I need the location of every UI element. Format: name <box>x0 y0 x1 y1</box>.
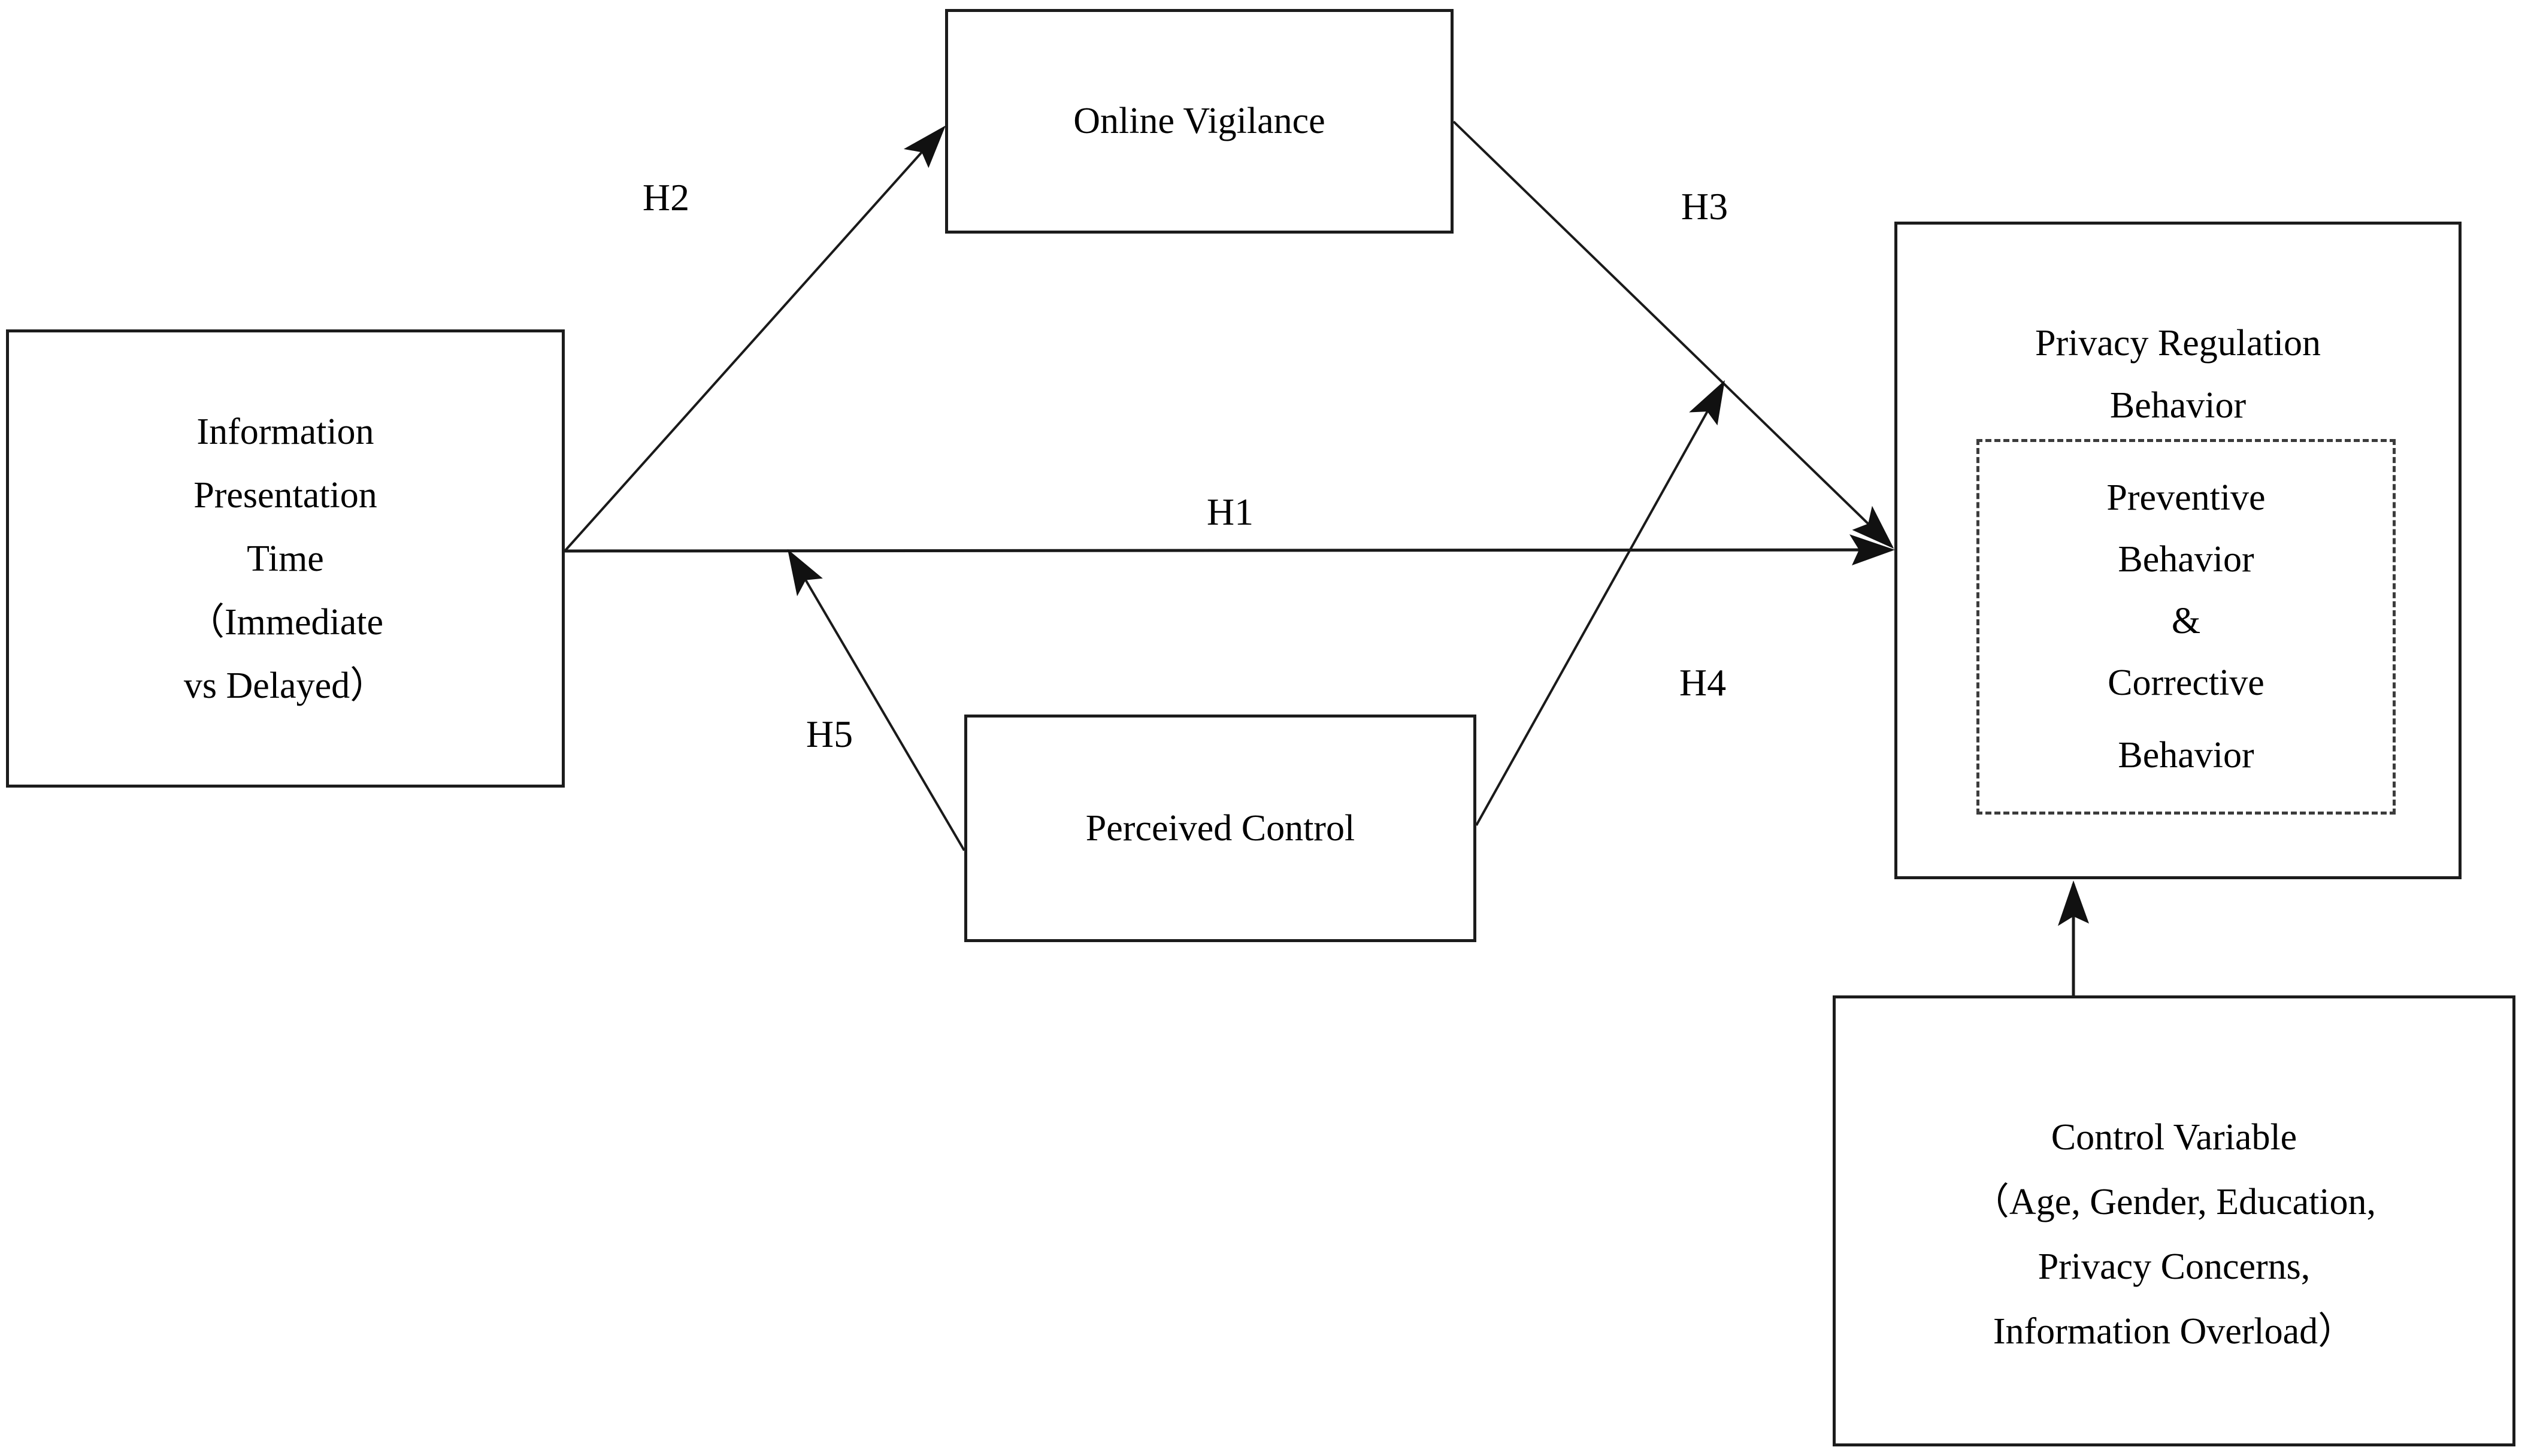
control-box-line: Control Variable <box>2051 1117 2297 1158</box>
h4-label: H4 <box>1679 661 1727 704</box>
control-box-line: Privacy Concerns, <box>2038 1246 2311 1287</box>
perceived-control-label: Perceived Control <box>1085 807 1355 849</box>
control-box-line: Information Overload） <box>1993 1311 2356 1352</box>
privacy-regulation-behavior-title: Privacy Regulation Behavior <box>2035 225 2321 437</box>
privacy-title-line: Behavior <box>2109 385 2247 426</box>
info-box-line: Time <box>247 538 324 579</box>
info-box-line: vs Delayed） <box>183 665 387 706</box>
info-box-line: Information <box>196 411 374 452</box>
h5-arrow <box>787 549 965 852</box>
online-vigilance-label: Online Vigilance <box>1073 101 1325 141</box>
info-box-line: （Immediate <box>187 601 384 643</box>
h3-label: H3 <box>1681 185 1728 228</box>
h1-arrow <box>564 534 1895 566</box>
h5-label: H5 <box>806 713 853 755</box>
h3-arrow <box>1452 120 1894 549</box>
h4-arrow <box>1475 380 1725 826</box>
h2-label: H2 <box>642 176 690 219</box>
online-vigilance-box: Online Vigilance <box>945 9 1454 234</box>
preventive-corrective-behavior-dashed-box: Preventive Behavior & Corrective Behavio… <box>1976 439 2396 815</box>
information-presentation-time-box: Information Presentation Time （Immediate… <box>6 329 565 788</box>
inner-box-line: Behavior <box>2118 539 2254 580</box>
inner-box-line: Preventive <box>2106 477 2266 518</box>
perceived-control-box: Perceived Control <box>964 715 1476 942</box>
privacy-title-line: Privacy Regulation <box>2035 323 2321 364</box>
h1-label: H1 <box>1206 491 1254 533</box>
control-variable-box: Control Variable （Age, Gender, Education… <box>1833 995 2515 1446</box>
control-box-line: （Age, Gender, Education, <box>1972 1182 2376 1222</box>
h2-arrow <box>564 125 946 552</box>
info-box-line: Presentation <box>193 474 377 516</box>
inner-box-line: & <box>2171 601 2201 641</box>
privacy-regulation-behavior-box: Privacy Regulation Behavior <box>1894 222 2462 879</box>
inner-box-line: Behavior <box>2118 735 2254 776</box>
inner-box-line: Corrective <box>2108 662 2264 703</box>
